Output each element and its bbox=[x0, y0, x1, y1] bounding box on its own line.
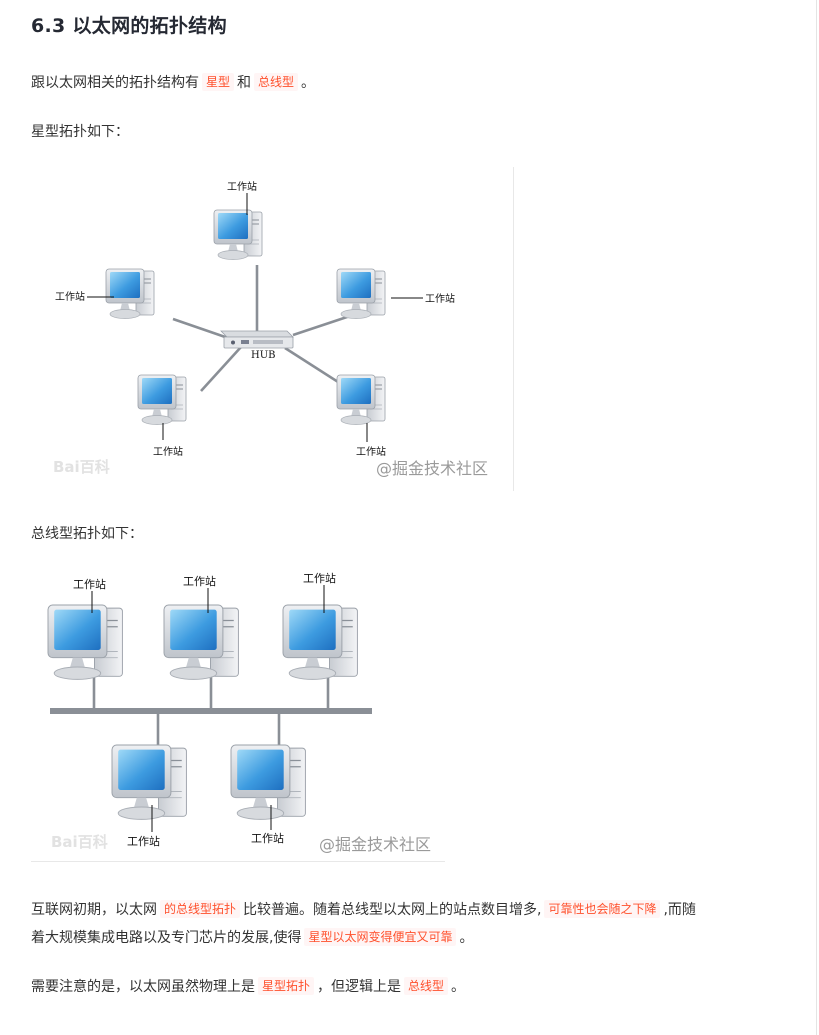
bus-backbone bbox=[50, 708, 372, 714]
workstation-label: 工作站 bbox=[127, 834, 160, 848]
para1-text: 比较普遍。随着总线型以太网上的站点数目增多, bbox=[243, 902, 542, 918]
intro-paragraph: 跟以太网相关的拓扑结构有星型和总线型。 bbox=[31, 68, 315, 98]
workstation-icon bbox=[111, 744, 187, 820]
bus-topology-diagram: 工作站 工作站 工作站 工作站 工作站 Bai百科 @掘金技术社区 bbox=[47, 571, 431, 854]
para1-text: 。 bbox=[459, 930, 474, 946]
star-caption: 星型拓扑如下： bbox=[31, 124, 129, 140]
para2-text: ，但逻辑上是 bbox=[317, 979, 402, 995]
page-right-border bbox=[816, 0, 817, 1035]
workstation-icon bbox=[282, 604, 358, 680]
baidu-watermark: Bai百科 bbox=[53, 458, 110, 476]
inline-code-reliability: 可靠性也会随之下降 bbox=[544, 900, 661, 918]
intro-text-before: 跟以太网相关的拓扑结构有 bbox=[31, 75, 199, 91]
workstation-label: 工作站 bbox=[73, 577, 106, 591]
para2-text: 需要注意的是，以太网虽然物理上是 bbox=[31, 979, 255, 995]
intro-text-after: 。 bbox=[301, 75, 316, 91]
hub-icon bbox=[220, 330, 294, 349]
inline-code-bus: 总线型 bbox=[254, 73, 299, 91]
juejin-watermark: @掘金技术社区 bbox=[376, 459, 488, 478]
workstation-label: 工作站 bbox=[153, 445, 183, 458]
para2-text: 。 bbox=[451, 979, 466, 995]
workstation-label: 工作站 bbox=[227, 180, 257, 193]
workstation-icon bbox=[213, 209, 263, 260]
history-paragraph-line2: 着大规模集成电路以及专门芯片的发展,使得星型以太网变得便宜又可靠。 bbox=[31, 923, 473, 953]
workstation-icon bbox=[336, 268, 386, 319]
workstation-icon bbox=[137, 374, 187, 425]
workstation-icon bbox=[105, 268, 155, 319]
workstation-label: 工作站 bbox=[425, 292, 455, 305]
inline-code-star: 星型 bbox=[202, 73, 235, 91]
hub-label: HUB bbox=[251, 350, 276, 361]
bus-topology-image: 工作站 工作站 工作站 工作站 工作站 Bai百科 @掘金技术社区 bbox=[31, 565, 445, 862]
para1-text: 互联网初期，以太网 bbox=[31, 902, 157, 918]
star-cables bbox=[172, 265, 354, 392]
star-topology-image: HUB 工作站 工作站 工作站 工作站 工作站 Bai百科 @掘金技术社区 bbox=[31, 167, 514, 491]
inline-code-star-cheap: 星型以太网变得便宜又可靠 bbox=[304, 928, 457, 946]
workstation-icon bbox=[230, 744, 306, 820]
intro-text-middle: 和 bbox=[237, 75, 252, 91]
history-paragraph-line1: 互联网初期，以太网的总线型拓扑比较普遍。随着总线型以太网上的站点数目增多,可靠性… bbox=[31, 895, 696, 925]
workstation-label: 工作站 bbox=[55, 290, 85, 303]
inline-code-bus-logical: 总线型 bbox=[404, 977, 449, 995]
workstation-icon bbox=[336, 374, 386, 425]
workstation-label: 工作站 bbox=[183, 574, 216, 588]
workstation-label: 工作站 bbox=[356, 445, 386, 458]
section-heading: 6.3 以太网的拓扑结构 bbox=[31, 15, 227, 37]
workstation-label: 工作站 bbox=[251, 831, 284, 845]
para1-text: ,而随 bbox=[663, 902, 696, 918]
note-paragraph: 需要注意的是，以太网虽然物理上是星型拓扑，但逻辑上是总线型。 bbox=[31, 972, 465, 1002]
workstation-label: 工作站 bbox=[303, 571, 336, 585]
workstation-icon bbox=[47, 604, 123, 680]
juejin-watermark: @掘金技术社区 bbox=[319, 835, 431, 854]
baidu-watermark: Bai百科 bbox=[51, 833, 108, 851]
star-topology-diagram: HUB 工作站 工作站 工作站 工作站 工作站 Bai百科 @掘金技术社区 bbox=[53, 180, 488, 478]
para1-text: 着大规模集成电路以及专门芯片的发展,使得 bbox=[31, 930, 302, 946]
inline-code-bus-topology: 的总线型拓扑 bbox=[160, 900, 241, 918]
inline-code-star-topology: 星型拓扑 bbox=[258, 977, 315, 995]
bus-caption: 总线型拓扑如下： bbox=[31, 526, 143, 542]
workstation-icon bbox=[163, 604, 239, 680]
